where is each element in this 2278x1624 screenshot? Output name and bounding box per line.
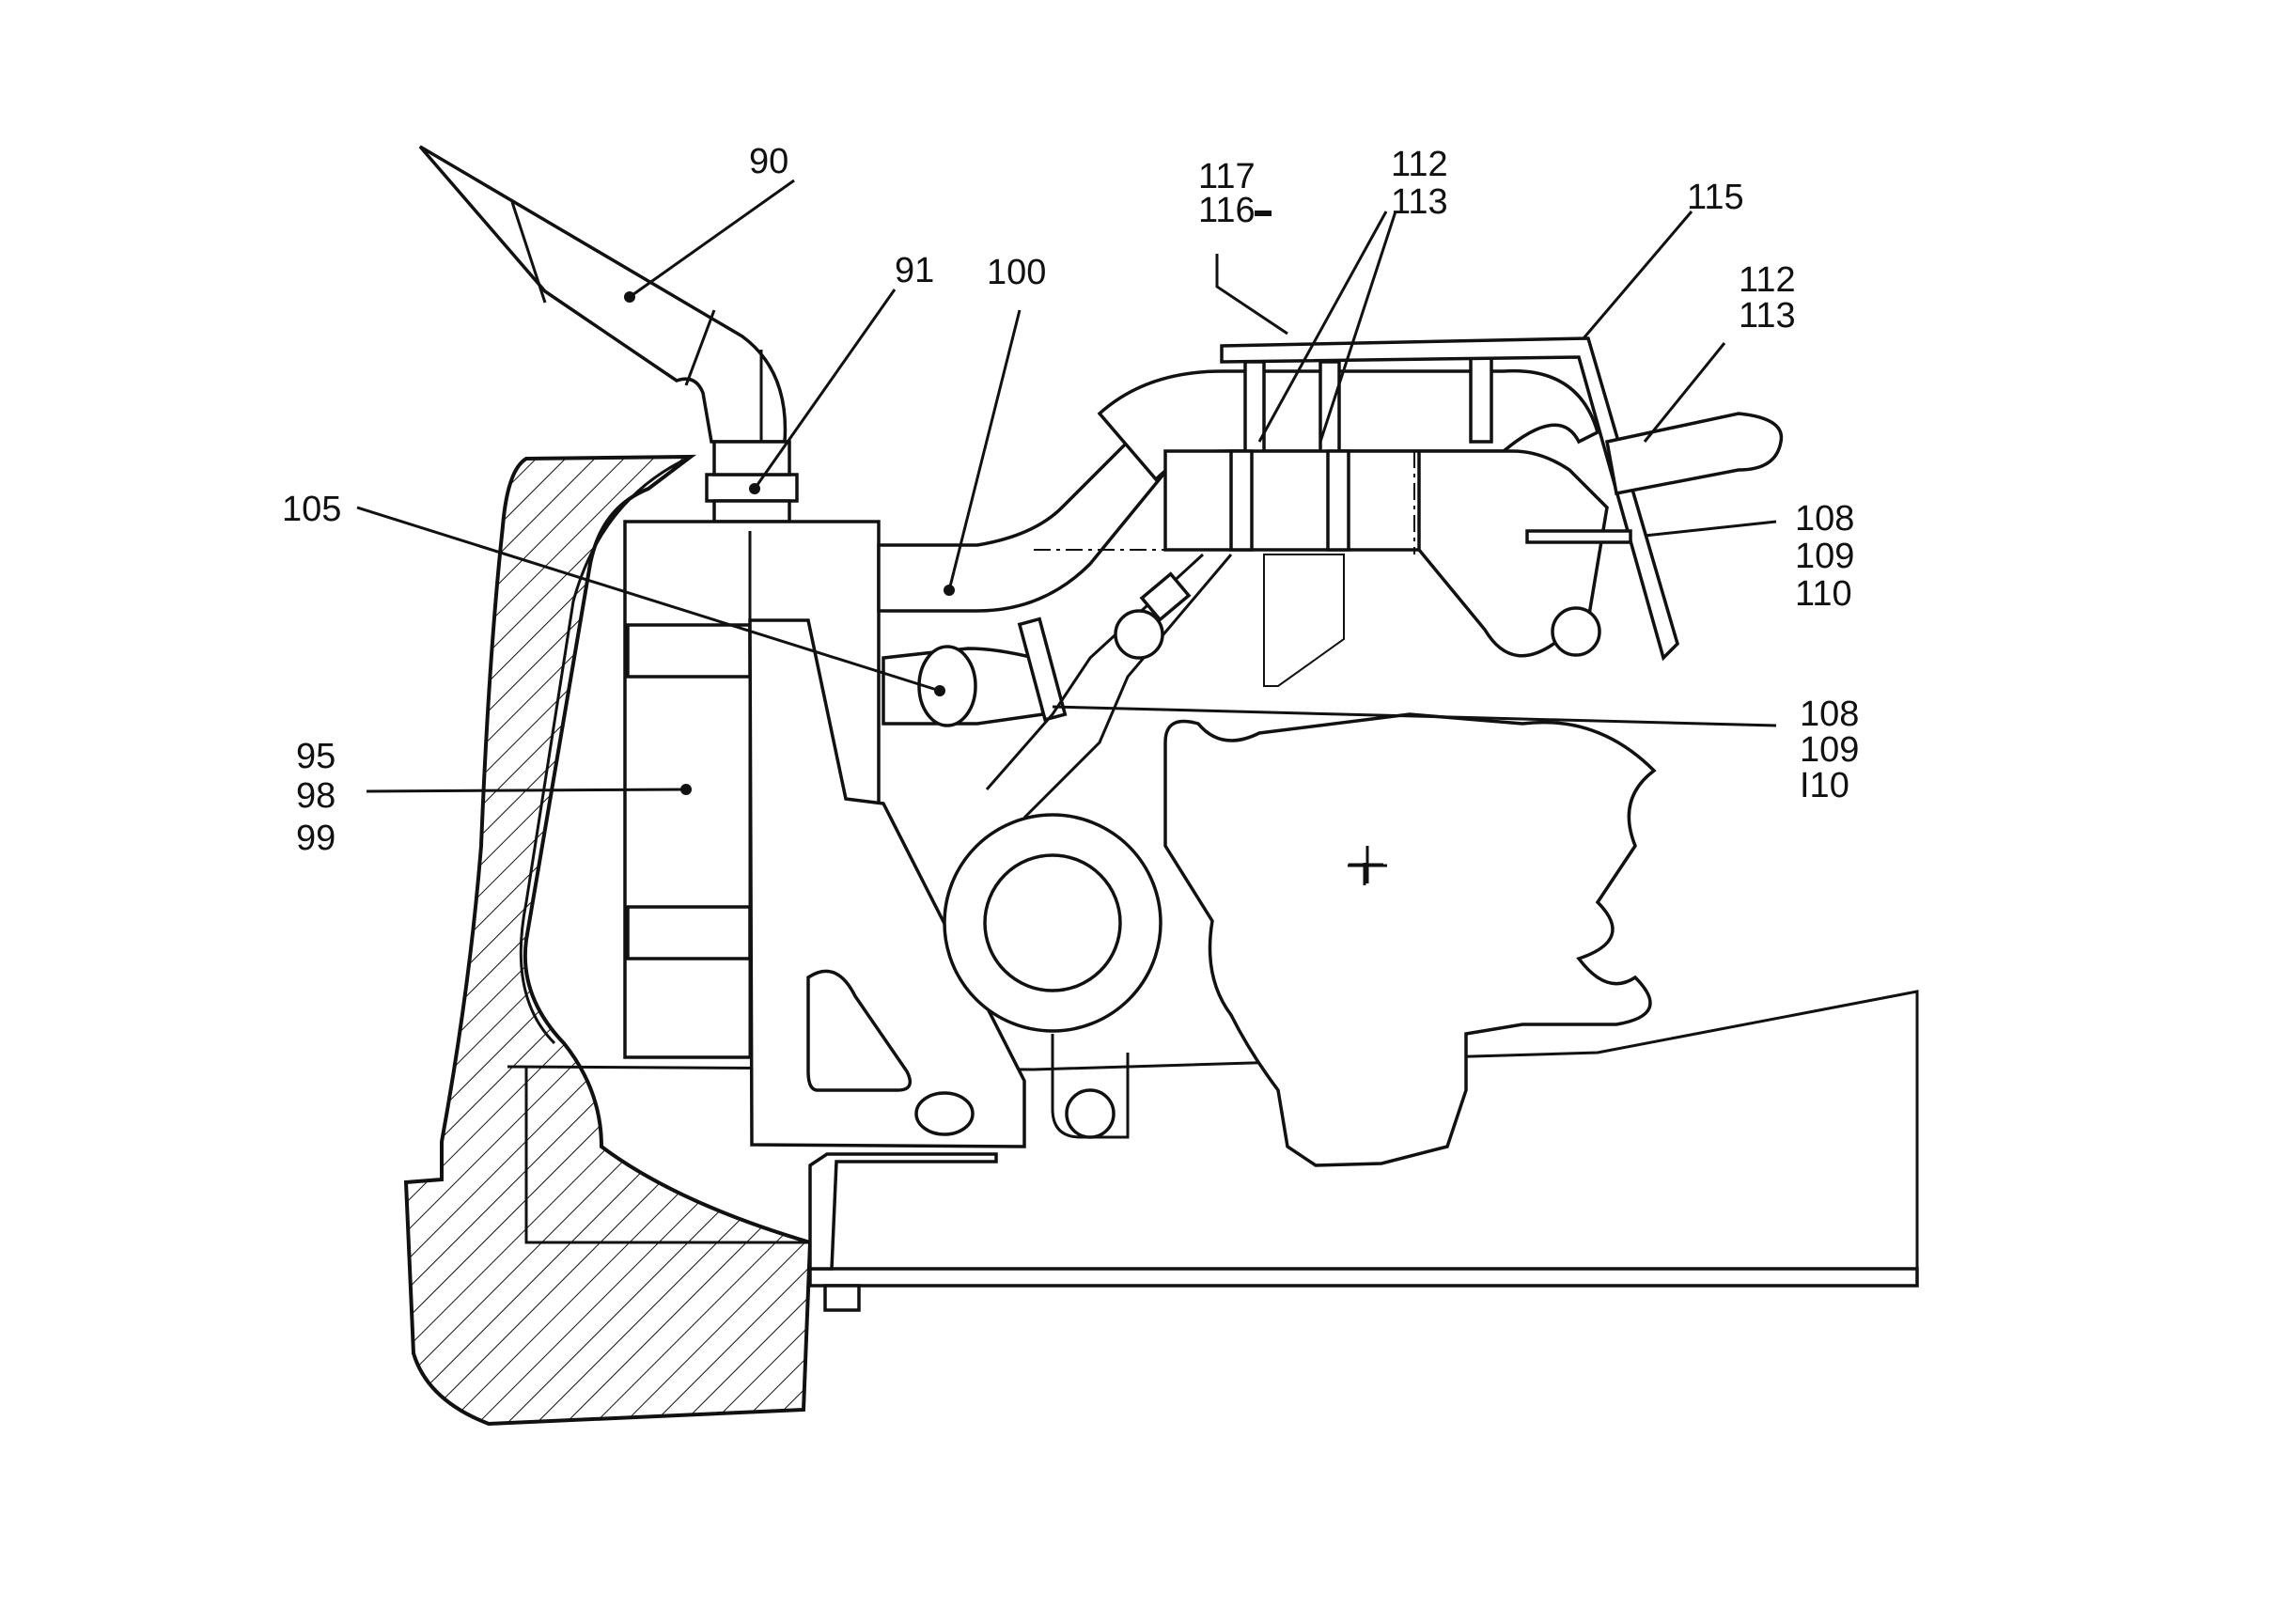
leader-dot-95: [680, 784, 692, 795]
frame-bolt: [823, 1284, 861, 1312]
pipe-collar: [712, 440, 791, 476]
callout-113-top: 113: [1391, 182, 1448, 222]
callout-112-right: 112: [1739, 260, 1796, 300]
callout-99: 99: [296, 819, 336, 858]
manifold-outlet: [1551, 606, 1601, 657]
muffler-band-bottom: [626, 905, 752, 960]
callout-100: 100: [987, 253, 1047, 292]
sensor-body: [1139, 571, 1192, 622]
hatched-cowl-section: [403, 454, 813, 1427]
pipe-neck: [712, 499, 791, 523]
callout-91: 91: [895, 251, 935, 290]
leader-dot-90: [624, 291, 635, 303]
sensor-fitting: [1114, 609, 1164, 660]
callout-110-upper: 110: [1795, 574, 1852, 614]
right-exhaust-stub: [1604, 412, 1784, 496]
callout-110-lower: I10: [1800, 766, 1849, 805]
manifold-clamp-b: [1326, 449, 1350, 552]
engine-block: [1163, 712, 1657, 1167]
leader-116: [1215, 254, 1288, 336]
leader-112b: [1643, 342, 1726, 443]
engine-plus-mark: [1348, 846, 1387, 885]
leader-dot-105: [934, 685, 945, 696]
pipe-clamp-c: [1469, 355, 1493, 444]
flex-joint-ring: [917, 645, 977, 727]
exhaust-elbow-100: [877, 429, 1178, 613]
heat-shield-115: [1220, 336, 1679, 662]
callout-112-top: 112: [1391, 145, 1448, 184]
frame-rail: [808, 1267, 1919, 1288]
leader-dot-91: [749, 483, 760, 494]
callout-109-lower: 109: [1800, 730, 1860, 770]
mount-plate: [1263, 554, 1345, 687]
exhaust-tail-pipe: [418, 145, 788, 444]
callout-95: 95: [296, 737, 336, 776]
leader-100: [947, 309, 1022, 591]
tail-pipe-seam-1: [510, 201, 547, 304]
bracket-cutout: [806, 969, 913, 1092]
callout-115: 115: [1687, 178, 1744, 217]
turbo-elbow: [1065, 1088, 1116, 1139]
leader-112a-1: [1257, 211, 1388, 443]
right-flange-108: [1525, 529, 1632, 544]
manifold-clamp-a: [1229, 449, 1254, 552]
cowl-inner-edge: [519, 455, 692, 1045]
turbo-pipe: [1051, 1034, 1130, 1139]
leader-dot-100: [944, 585, 955, 596]
callout-108-lower: 108: [1800, 695, 1860, 734]
muffler-band-top: [626, 623, 752, 679]
leader-108a: [1644, 520, 1777, 538]
callout-113-right: 113: [1739, 296, 1796, 336]
turbocharger-outlet: [983, 853, 1122, 992]
callout-117: 117: [1198, 157, 1256, 196]
flex-flange-108: [1017, 617, 1068, 722]
leader-91: [753, 289, 897, 490]
leader-90: [629, 179, 795, 299]
leader-115: [1582, 211, 1693, 339]
pipe-clamp-a: [1243, 360, 1266, 458]
callout-98: 98: [296, 776, 336, 816]
tail-pipe-seam-2: [684, 309, 716, 386]
callout-109-upper: 109: [1795, 537, 1855, 576]
leader-105: [356, 506, 941, 693]
leader-112a-2: [1318, 211, 1397, 443]
callout-116-dash: [1255, 211, 1272, 216]
bracket-slot: [914, 1091, 975, 1136]
frame-bracket: [808, 1152, 998, 1271]
callout-90: 90: [749, 142, 789, 181]
callout-116: 116: [1198, 191, 1256, 230]
callout-105: 105: [282, 490, 342, 529]
leader-95: [366, 788, 687, 793]
leader-108b: [1052, 705, 1777, 727]
callout-108-upper: 108: [1795, 499, 1855, 539]
